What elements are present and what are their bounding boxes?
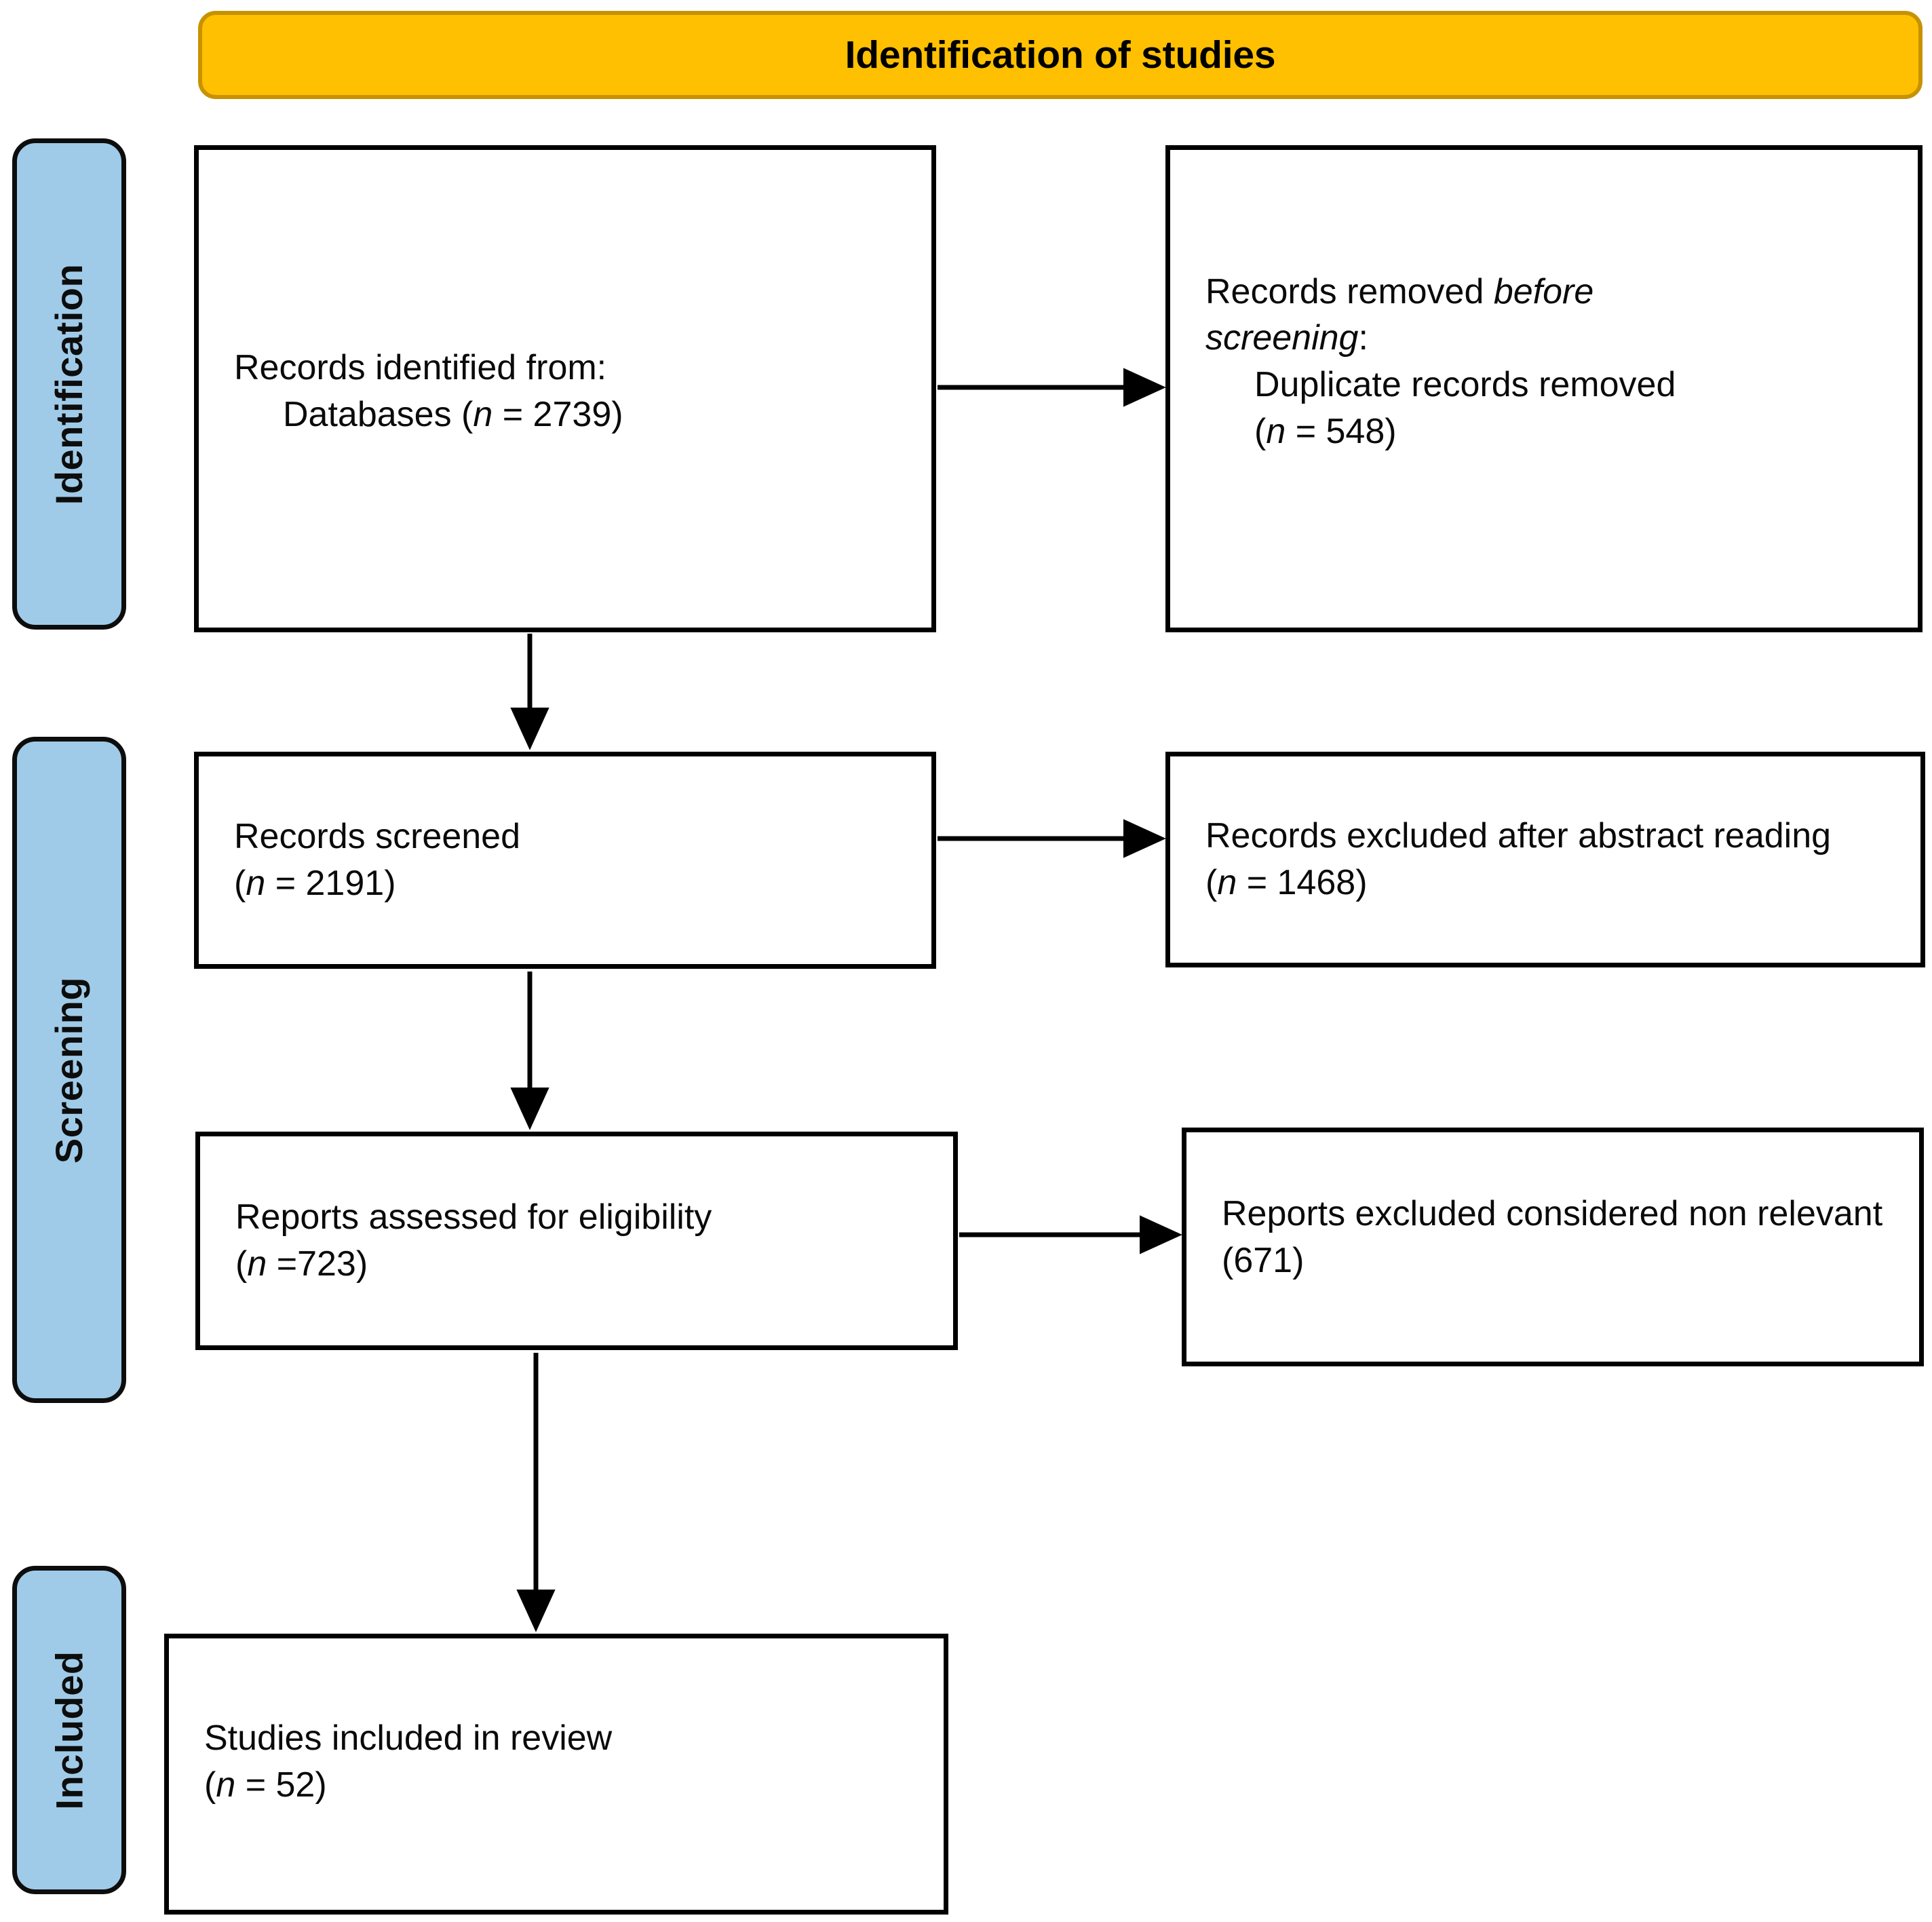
phase-label-text: Screening [47, 976, 91, 1164]
text-line: Records identified from: [234, 348, 607, 388]
banner-title: Identification of studies [845, 33, 1276, 77]
box-reports-assessed-eligibility: Reports assessed for eligibility (n =723… [195, 1132, 958, 1350]
text-italic-n: n [1266, 411, 1286, 451]
text-line: (n = 548) [1205, 408, 1897, 455]
text-line: Records removed before [1205, 269, 1897, 315]
text-italic-n: n [1217, 863, 1237, 902]
text-line: Databases (n = 2739) [234, 391, 911, 438]
text-segment: ( [204, 1765, 216, 1805]
box-records-excluded-abstract: Records excluded after abstract reading … [1165, 752, 1925, 967]
text-line: Reports assessed for eligibility [235, 1197, 712, 1237]
text-line: Reports excluded considered non relevant… [1222, 1194, 1883, 1280]
phase-label-text: Identification [47, 263, 91, 505]
text-line: Records screened [234, 817, 520, 857]
text-italic-before: before [1493, 271, 1594, 311]
box-text: Studies included in review (n = 52) [169, 1715, 944, 1808]
text-line: (n =723) [235, 1241, 933, 1288]
phase-label-identification: Identification [12, 138, 126, 630]
box-text: Reports assessed for eligibility (n =723… [200, 1194, 953, 1287]
text-italic-n: n [473, 395, 493, 434]
text-italic-n: n [216, 1765, 236, 1805]
text-line: Records excluded after abstract reading [1205, 816, 1832, 856]
box-text: Records excluded after abstract reading … [1170, 813, 1920, 906]
box-records-identified: Records identified from: Databases (n = … [194, 145, 936, 632]
box-text: Records removed before screening: Duplic… [1170, 269, 1918, 455]
box-text: Records screened (n = 2191) [199, 813, 931, 906]
text-segment: = 1468) [1237, 863, 1368, 902]
phase-label-text: Included [47, 1650, 91, 1810]
box-studies-included: Studies included in review (n = 52) [164, 1634, 948, 1915]
text-segment: = 2739) [492, 395, 623, 434]
text-segment: =723) [267, 1244, 368, 1284]
text-segment: ( [235, 1244, 248, 1284]
text-segment: ( [1254, 411, 1267, 451]
box-text: Reports excluded considered non relevant… [1186, 1191, 1919, 1284]
text-italic-n: n [246, 864, 266, 903]
text-italic-n: n [247, 1244, 267, 1284]
text-segment: : [1358, 318, 1368, 358]
text-line: (n = 52) [204, 1762, 923, 1809]
text-segment: Records removed [1205, 271, 1494, 311]
phase-label-included: Included [12, 1566, 126, 1894]
stage-title-banner: Identification of studies [198, 11, 1923, 99]
text-line: screening: [1205, 315, 1897, 362]
box-reports-excluded-non-relevant: Reports excluded considered non relevant… [1182, 1128, 1924, 1366]
box-text: Records identified from: Databases (n = … [199, 345, 931, 438]
text-line: Studies included in review [204, 1718, 613, 1758]
text-segment: Databases ( [283, 395, 474, 434]
text-line: Duplicate records removed [1254, 365, 1676, 404]
text-segment: ( [234, 864, 246, 903]
text-segment: = 52) [235, 1765, 327, 1805]
text-line: (n = 1468) [1205, 860, 1900, 906]
text-line: (n = 2191) [234, 860, 911, 907]
box-records-removed: Records removed before screening: Duplic… [1165, 145, 1923, 632]
text-segment: = 2191) [265, 864, 396, 903]
phase-label-screening: Screening [12, 737, 126, 1403]
text-italic-screening: screening [1205, 318, 1359, 358]
text-segment: = 548) [1286, 411, 1397, 451]
box-records-screened: Records screened (n = 2191) [194, 752, 936, 969]
text-segment: ( [1205, 863, 1218, 902]
